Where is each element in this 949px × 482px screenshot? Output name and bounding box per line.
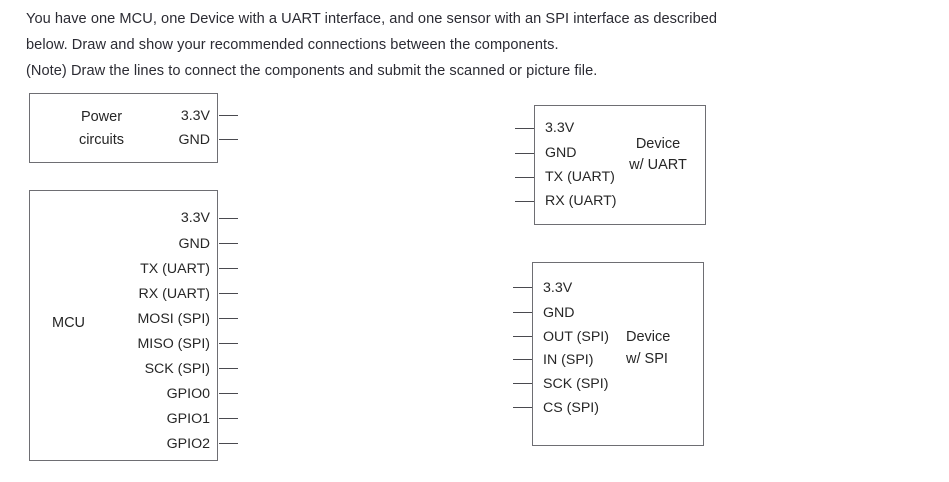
device-spi-pin-label-in-spi: IN (SPI) bbox=[543, 352, 594, 368]
device-spi-pin-label-gnd: GND bbox=[543, 305, 575, 321]
mcu-pin-stub-3v3 bbox=[219, 218, 238, 219]
mcu-pin-stub-gnd bbox=[219, 243, 238, 244]
block-device-spi bbox=[532, 262, 704, 446]
mcu-pin-label-gnd: GND bbox=[178, 236, 210, 252]
device-uart-pin-label-gnd: GND bbox=[545, 145, 577, 161]
device-spi-pin-stub-sck-spi bbox=[513, 383, 532, 384]
mcu-pin-label-mosi-spi: MOSI (SPI) bbox=[137, 311, 210, 327]
block-device-uart bbox=[534, 105, 706, 225]
device-uart-label-line1: Device bbox=[635, 136, 681, 152]
device-spi-pin-label-3v3: 3.3V bbox=[543, 280, 573, 296]
device-uart-label-line2: w/ UART bbox=[629, 157, 687, 173]
device-spi-label-line2: w/ SPI bbox=[626, 351, 668, 367]
power-pin-label-gnd: GND bbox=[178, 132, 210, 148]
mcu-pin-label-3v3: 3.3V bbox=[180, 210, 210, 226]
mcu-pin-label-miso-spi: MISO (SPI) bbox=[137, 336, 210, 352]
power-pin-stub-3v3 bbox=[219, 115, 238, 116]
device-spi-pin-stub-cs-spi bbox=[513, 407, 532, 408]
prompt-line-3: (Note) Draw the lines to connect the com… bbox=[26, 63, 598, 79]
mcu-pin-label-rx-uart: RX (UART) bbox=[138, 286, 210, 302]
device-spi-pin-stub-3v3 bbox=[513, 287, 532, 288]
device-spi-label-line1: Device bbox=[626, 329, 671, 345]
device-spi-pin-label-out-spi: OUT (SPI) bbox=[543, 329, 609, 345]
mcu-pin-stub-miso-spi bbox=[219, 343, 238, 344]
mcu-pin-stub-sck-spi bbox=[219, 368, 238, 369]
question-prompt: You have one MCU, one Device with a UART… bbox=[26, 6, 906, 84]
device-spi-pin-stub-gnd bbox=[513, 312, 532, 313]
power-pin-label-3v3: 3.3V bbox=[180, 108, 210, 124]
device-uart-pin-stub-tx-uart bbox=[515, 177, 534, 178]
power-pin-stub-gnd bbox=[219, 139, 238, 140]
device-uart-pin-label-tx-uart: TX (UART) bbox=[545, 169, 615, 185]
mcu-pin-label-tx-uart: TX (UART) bbox=[140, 261, 210, 277]
mcu-pin-label-gpio2: GPIO2 bbox=[166, 436, 210, 452]
device-spi-pin-label-sck-spi: SCK (SPI) bbox=[543, 376, 609, 392]
mcu-pin-stub-tx-uart bbox=[219, 268, 238, 269]
block-mcu bbox=[29, 190, 218, 461]
device-spi-pin-label-cs-spi: CS (SPI) bbox=[543, 400, 599, 416]
device-uart-pin-stub-gnd bbox=[515, 153, 534, 154]
device-uart-pin-stub-rx-uart bbox=[515, 201, 534, 202]
mcu-pin-label-sck-spi: SCK (SPI) bbox=[144, 361, 210, 377]
mcu-pin-stub-gpio0 bbox=[219, 393, 238, 394]
mcu-pin-stub-rx-uart bbox=[219, 293, 238, 294]
mcu-pin-label-gpio1: GPIO1 bbox=[166, 411, 210, 427]
device-uart-pin-label-rx-uart: RX (UART) bbox=[545, 193, 617, 209]
mcu-pin-stub-gpio1 bbox=[219, 418, 238, 419]
block-power-circuits bbox=[29, 93, 218, 163]
mcu-label: MCU bbox=[52, 315, 86, 331]
device-uart-pin-label-3v3: 3.3V bbox=[545, 120, 575, 136]
prompt-line-1: You have one MCU, one Device with a UART… bbox=[26, 11, 718, 27]
mcu-pin-label-gpio0: GPIO0 bbox=[166, 386, 210, 402]
prompt-line-2: below. Draw and show your recommended co… bbox=[26, 37, 559, 53]
power-circuits-label-line2: circuits bbox=[78, 132, 125, 148]
mcu-pin-stub-gpio2 bbox=[219, 443, 238, 444]
mcu-pin-stub-mosi-spi bbox=[219, 318, 238, 319]
device-spi-pin-stub-in-spi bbox=[513, 359, 532, 360]
device-spi-pin-stub-out-spi bbox=[513, 336, 532, 337]
power-circuits-label-line1: Power bbox=[80, 109, 123, 125]
device-uart-pin-stub-3v3 bbox=[515, 128, 534, 129]
